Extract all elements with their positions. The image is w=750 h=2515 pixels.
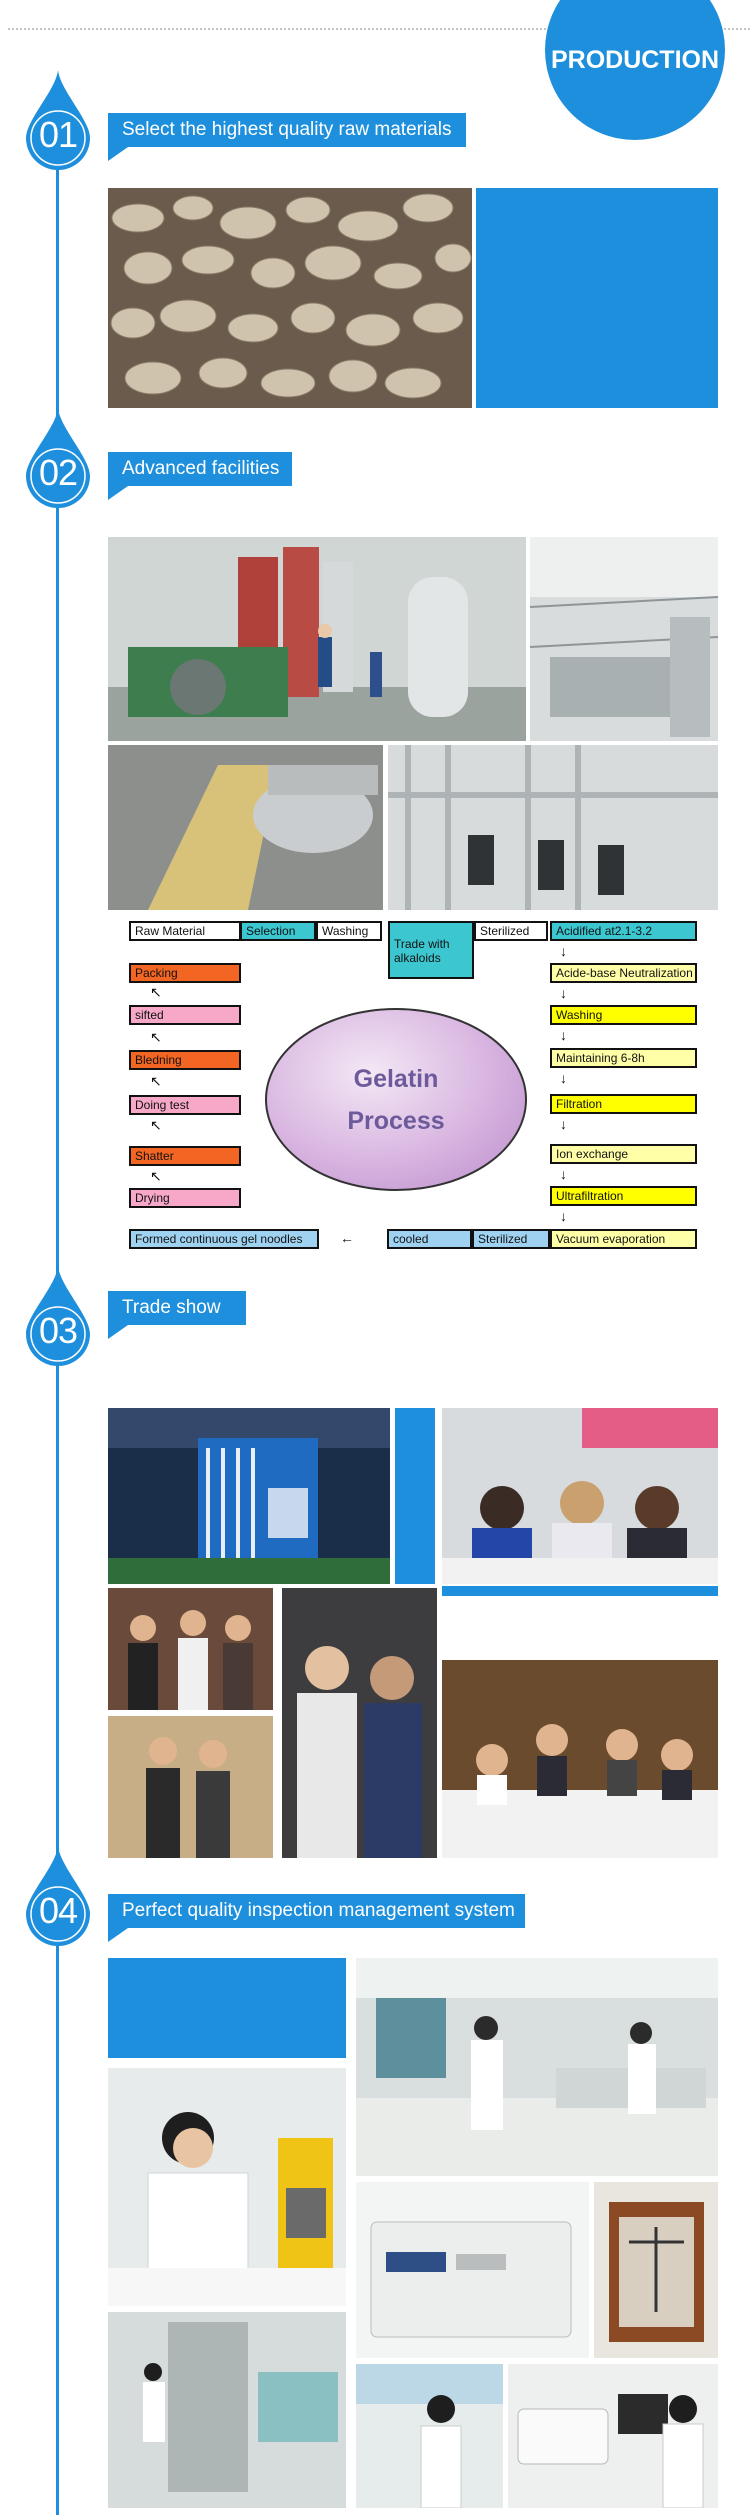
section-01-title: Select the highest quality raw materials (108, 113, 466, 147)
step-selection: Selection (240, 921, 316, 941)
banner-tail (108, 1325, 128, 1339)
booth-meeting-photo (442, 1408, 718, 1584)
step-sterilized-bottom: Sterilized (472, 1229, 550, 1249)
blue-bar (442, 1586, 718, 1596)
step-filtration: Filtration (550, 1094, 697, 1114)
center-line-1: Gelatin (353, 1065, 439, 1093)
zl2-instrument-photo (356, 2182, 589, 2358)
step-acid-base: Acide-base Neutralization (550, 963, 697, 983)
dinner-party-photo (442, 1660, 718, 1858)
raw-materials-photo (108, 188, 472, 408)
arrow: ↓ (560, 1116, 567, 1132)
step-ion-exchange: Ion exchange (550, 1144, 697, 1164)
step-washing-top: Washing (316, 921, 382, 941)
step-cooled: cooled (387, 1229, 472, 1249)
technician-window-photo (356, 2364, 503, 2508)
banner-tail (108, 147, 128, 161)
lab-technician-photo (108, 2068, 346, 2306)
factory-floor-photo (108, 537, 526, 741)
blue-strip (395, 1408, 435, 1584)
section-03-badge: 03 (26, 1266, 90, 1366)
workshop-photo (530, 537, 718, 741)
arrow: ↓ (560, 943, 567, 959)
step-sterilized-top: Sterilized (474, 921, 548, 941)
blue-panel (108, 1958, 346, 2058)
arrow: ↓ (560, 1027, 567, 1043)
step-raw-material: Raw Material (129, 921, 241, 941)
arrow: ← (340, 1230, 354, 1246)
arrow: ↖ (150, 984, 162, 1000)
gelatin-conveyor-photo (108, 745, 383, 910)
lab-equipment-photo (108, 2312, 346, 2508)
banner-tail (108, 1928, 128, 1942)
arrow: ↖ (150, 1029, 162, 1045)
step-sifted: sifted (129, 1005, 241, 1025)
gelatin-process-center: Gelatin Process (265, 1008, 527, 1191)
banner-tail (108, 486, 128, 500)
center-line-2: Process (347, 1107, 445, 1135)
section-03-number: 03 (38, 1310, 78, 1351)
section-04-number: 04 (38, 1890, 78, 1931)
section-02-badge: 02 (26, 408, 90, 508)
two-men-photo (108, 1716, 273, 1858)
arrow: ↓ (560, 1208, 567, 1224)
two-women-photo (282, 1588, 437, 1858)
production-badge: PRODUCTION (545, 0, 725, 140)
arrow: ↓ (560, 985, 567, 1001)
arrow: ↖ (150, 1073, 162, 1089)
top-dotted-divider (8, 28, 750, 30)
step-trade-with-alkaloids: Trade with alkaloids (388, 921, 474, 979)
three-people-photo (108, 1588, 273, 1710)
section-03-title: Trade show (108, 1291, 246, 1325)
step-formed: Formed continuous gel noodles (129, 1229, 319, 1249)
arrow: ↓ (560, 1166, 567, 1182)
step-acidified: Acidified at2.1-3.2 (550, 921, 697, 941)
pipes-pumps-photo (388, 745, 718, 910)
arrow: ↖ (150, 1168, 162, 1184)
step-blending: Bledning (129, 1050, 241, 1070)
section-01-number: 01 (38, 114, 78, 155)
step-vacuum: Vacuum evaporation (550, 1229, 697, 1249)
step-shatter: Shatter (129, 1146, 241, 1166)
section-04-badge: 04 (26, 1846, 90, 1946)
step-doing-test: Doing test (129, 1095, 241, 1115)
step-packing: Packing (129, 963, 241, 983)
trade-show-booth-photo (108, 1408, 390, 1584)
section-02-title: Advanced facilities (108, 452, 292, 486)
balance-scale-photo (594, 2182, 718, 2358)
step-washing-right: Washing (550, 1005, 697, 1025)
section-01-badge: 01 (26, 70, 90, 170)
laboratory-room-photo (356, 1958, 718, 2176)
step-drying: Drying (129, 1188, 241, 1208)
section-04-title: Perfect quality inspection management sy… (108, 1894, 525, 1928)
blue-panel (476, 188, 718, 408)
arrow: ↓ (560, 1070, 567, 1086)
step-maintaining: Maintaining 6-8h (550, 1048, 697, 1068)
spectrometer-photo (508, 2364, 718, 2508)
arrow: ↖ (150, 1117, 162, 1133)
section-02-number: 02 (38, 452, 78, 493)
step-ultrafiltration: Ultrafiltration (550, 1186, 697, 1206)
